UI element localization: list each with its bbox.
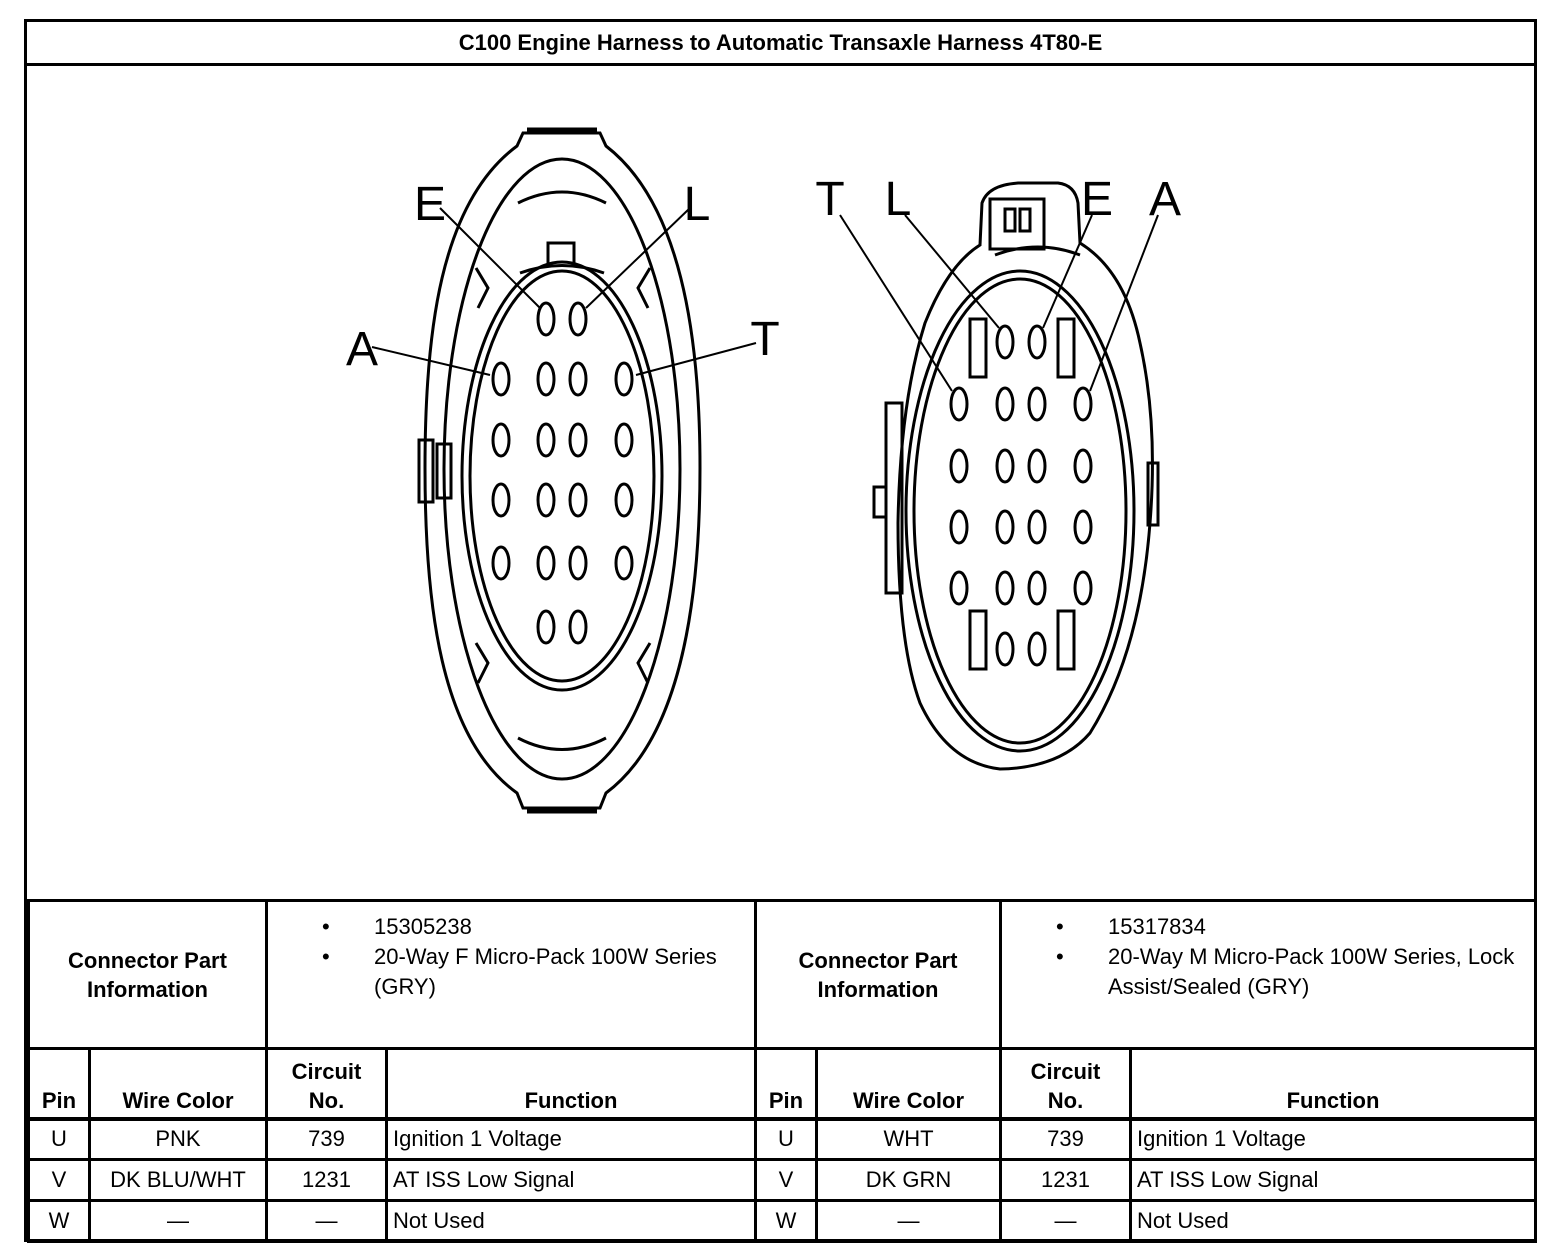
pin-label-l: L (684, 178, 711, 231)
pin-cell: W (27, 1199, 91, 1243)
wire-color-cell: DK GRN (815, 1158, 1002, 1202)
wire-color-cell: PNK (88, 1117, 268, 1161)
function-cell: Ignition 1 Voltage (1129, 1117, 1537, 1161)
connector-info-details: 15317834 20-Way M Micro-Pack 100W Series… (999, 899, 1537, 1050)
female-pin-cavities (491, 301, 634, 645)
circuit-cell: — (265, 1199, 388, 1243)
connector-info-label: Connector Part Information (754, 899, 1002, 1050)
connector-diagram: E L A T (27, 66, 1534, 899)
column-header-circuit: Circuit No. (999, 1047, 1132, 1121)
function-cell: AT ISS Low Signal (1129, 1158, 1537, 1202)
column-header-wire-color: Wire Color (88, 1047, 268, 1121)
table-row: W — — Not Used W — — Not Used (27, 1199, 1537, 1243)
male-pin-cavities (949, 324, 1093, 667)
pin-label-a: A (346, 323, 378, 376)
circuit-cell: — (999, 1199, 1132, 1243)
table-row: V DK BLU/WHT 1231 AT ISS Low Signal V DK… (27, 1158, 1537, 1202)
pin-cell: V (27, 1158, 91, 1202)
pin-label-a: A (1149, 173, 1181, 226)
male-connector-face: T L E A (815, 173, 1181, 771)
connector-info-details: 15305238 20-Way F Micro-Pack 100W Series… (265, 899, 757, 1050)
wire-color-cell: — (815, 1199, 1002, 1243)
column-header-function: Function (385, 1047, 757, 1121)
pin-cell: W (754, 1199, 818, 1243)
pin-label-t: T (815, 173, 844, 226)
pin-cell: U (27, 1117, 91, 1161)
column-header-circuit: Circuit No. (265, 1047, 388, 1121)
pinout-table: Connector Part Information 15305238 20-W… (27, 899, 1537, 1243)
circuit-cell: 739 (999, 1117, 1132, 1161)
function-cell: AT ISS Low Signal (385, 1158, 757, 1202)
column-header-pin: Pin (754, 1047, 818, 1121)
pin-label-l: L (885, 173, 912, 226)
function-cell: Not Used (1129, 1199, 1537, 1243)
page-title: C100 Engine Harness to Automatic Transax… (27, 22, 1534, 66)
wire-color-cell: DK BLU/WHT (88, 1158, 268, 1202)
pin-cell: V (754, 1158, 818, 1202)
pin-label-e: E (414, 178, 446, 231)
table-row: U PNK 739 Ignition 1 Voltage U WHT 739 I… (27, 1117, 1537, 1161)
pin-label-e: E (1081, 173, 1113, 226)
column-header-row: Pin Wire Color Circuit No. Function Pin … (27, 1047, 1537, 1121)
connector-info-row: Connector Part Information 15305238 20-W… (27, 899, 1537, 1050)
circuit-cell: 1231 (265, 1158, 388, 1202)
connector-drawing: E L A T (346, 127, 1181, 814)
function-cell: Ignition 1 Voltage (385, 1117, 757, 1161)
connector-description: 20-Way M Micro-Pack 100W Series, Lock As… (1002, 942, 1534, 1002)
connector-description: 20-Way F Micro-Pack 100W Series (GRY) (268, 942, 754, 1002)
part-number: 15305238 (268, 912, 754, 942)
column-header-wire-color: Wire Color (815, 1047, 1002, 1121)
pin-label-t: T (750, 313, 779, 366)
female-connector-face: E L A T (346, 127, 780, 814)
wire-color-cell: WHT (815, 1117, 1002, 1161)
part-number: 15317834 (1002, 912, 1534, 942)
column-header-function: Function (1129, 1047, 1537, 1121)
column-header-pin: Pin (27, 1047, 91, 1121)
connector-info-label: Connector Part Information (27, 899, 268, 1050)
circuit-cell: 1231 (999, 1158, 1132, 1202)
pin-cell: U (754, 1117, 818, 1161)
function-cell: Not Used (385, 1199, 757, 1243)
circuit-cell: 739 (265, 1117, 388, 1161)
wire-color-cell: — (88, 1199, 268, 1243)
connector-sheet: C100 Engine Harness to Automatic Transax… (24, 19, 1537, 1243)
